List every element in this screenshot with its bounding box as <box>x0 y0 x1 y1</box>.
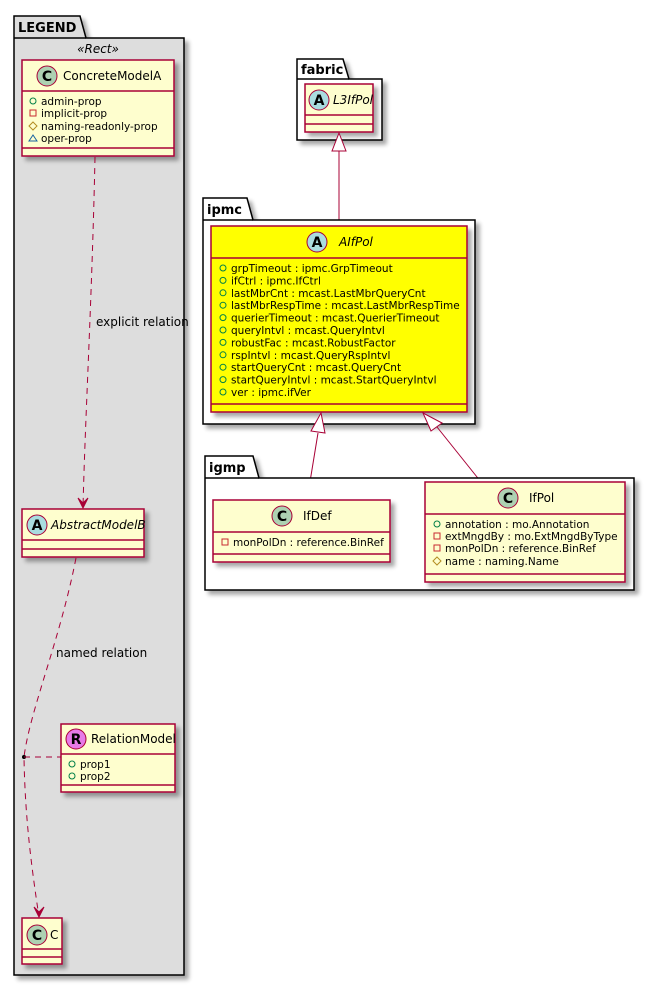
relation-explicit: explicit relation <box>77 156 189 510</box>
relation-label-explicit: explicit relation <box>96 315 189 329</box>
protected-visibility-icon <box>432 556 442 566</box>
private-visibility-icon <box>29 109 37 117</box>
attribute: ifCtrl : ipmc.IfCtrl <box>231 275 321 287</box>
class-name: AbstractModelB <box>50 518 146 532</box>
package-igmp-label: igmp <box>209 461 246 476</box>
generalization-aifpol-l3ifpol <box>331 131 347 226</box>
class-name: AIfPol <box>338 235 374 249</box>
attribute: monPolDn : reference.BinRef <box>233 537 384 549</box>
class-spot-letter: C <box>277 509 287 525</box>
class-concrete-model-a[interactable]: C ConcreteModelA admin-prop implicit-pro… <box>21 59 175 157</box>
class-c[interactable]: C C <box>21 917 63 965</box>
inheritance-arrow-icon <box>331 131 347 152</box>
public-visibility-icon <box>68 772 76 780</box>
attribute: lastMbrCnt : mcast.LastMbrQueryCnt <box>231 288 426 300</box>
attribute: monPolDn : reference.BinRef <box>445 543 596 555</box>
protected-visibility-icon <box>28 121 38 131</box>
class-name: IfPol <box>529 491 554 505</box>
attribute: querierTimeout : mcast.QuerierTimeout <box>231 313 440 325</box>
attribute: admin-prop <box>41 96 102 108</box>
class-a-if-pol[interactable]: A AIfPol grpTimeout : ipmc.GrpTimeoutifC… <box>210 225 468 413</box>
class-name: C <box>50 928 58 942</box>
public-visibility-icon <box>68 760 76 768</box>
public-visibility-icon <box>219 363 227 371</box>
class-name: IfDef <box>303 509 332 523</box>
class-spot-icon <box>497 487 519 509</box>
attribute: prop1 <box>80 759 111 771</box>
public-visibility-icon <box>219 338 227 346</box>
class-relation-model[interactable]: R RelationModel prop1 prop2 <box>60 723 176 793</box>
legend-stereotype: «Rect» <box>77 42 119 56</box>
class-if-def[interactable]: C IfDef monPolDn : reference.BinRef <box>212 499 391 563</box>
private-visibility-icon <box>221 538 229 546</box>
public-visibility-icon <box>219 376 227 384</box>
public-visibility-icon <box>219 326 227 334</box>
attribute: lastMbrRespTime : mcast.LastMbrRespTime <box>231 300 460 312</box>
class-name: L3IfPol <box>333 93 374 107</box>
inheritance-arrow-icon <box>421 411 443 432</box>
generalization-ifpol-aifpol <box>421 411 482 483</box>
package-legend-label: LEGEND <box>18 21 77 36</box>
arrow-head-icon <box>33 906 45 919</box>
inheritance-arrow-icon <box>310 411 326 434</box>
class-spot-letter: C <box>32 928 42 944</box>
class-if-pol[interactable]: C IfPol annotation : mo.Annotation extMn… <box>424 481 626 583</box>
class-spot-icon <box>36 65 58 87</box>
class-spot-letter: C <box>503 491 513 507</box>
arrow-head-icon <box>77 497 89 510</box>
class-spot-letter: A <box>314 93 325 109</box>
public-visibility-icon <box>219 388 227 396</box>
class-name: ConcreteModelA <box>63 69 162 83</box>
attribute: robustFac : mcast.RobustFactor <box>231 337 396 349</box>
attribute: rspIntvl : mcast.QueryRspIntvl <box>231 350 390 362</box>
class-spot-letter: A <box>32 518 43 534</box>
package-ipmc-label: ipmc <box>207 203 242 218</box>
public-visibility-icon <box>219 264 227 272</box>
class-name: RelationModel <box>91 732 176 746</box>
public-visibility-icon <box>29 97 37 105</box>
class-spot-icon <box>26 924 48 946</box>
private-visibility-icon <box>433 532 441 540</box>
private-visibility-icon <box>433 544 441 552</box>
class-l3-if-pol[interactable]: A L3IfPol <box>304 83 374 133</box>
public-visibility-icon <box>219 314 227 322</box>
public-visibility-icon <box>219 276 227 284</box>
class-spot-letter: A <box>312 235 323 251</box>
attribute: startQueryIntvl : mcast.StartQueryIntvl <box>231 375 437 387</box>
relation-named: named relation <box>22 557 147 919</box>
abstract-spot-icon <box>308 89 330 111</box>
public-visibility-icon <box>433 520 441 528</box>
relation-spot-icon <box>65 728 87 750</box>
abstract-spot-icon <box>306 231 328 253</box>
package-fabric-label: fabric <box>301 63 343 78</box>
attribute: naming-readonly-prop <box>41 121 158 133</box>
attribute: oper-prop <box>41 133 92 145</box>
class-spot-icon <box>271 505 293 527</box>
package-legend-frame <box>13 15 185 976</box>
class-abstract-model-b[interactable]: A AbstractModelB <box>21 508 146 558</box>
relation-label-named: named relation <box>56 646 147 660</box>
attribute: name : naming.Name <box>445 556 559 568</box>
attribute: queryIntvl : mcast.QueryIntvl <box>231 325 385 337</box>
attribute: grpTimeout : ipmc.GrpTimeout <box>231 263 393 275</box>
attribute: implicit-prop <box>41 108 107 120</box>
abstract-spot-icon <box>26 514 48 536</box>
package-visibility-icon <box>28 134 38 142</box>
public-visibility-icon <box>219 301 227 309</box>
class-spot-letter: R <box>71 732 82 748</box>
attribute: ver : ipmc.ifVer <box>231 387 312 399</box>
package-legend: LEGEND «Rect» <box>13 15 185 976</box>
public-visibility-icon <box>219 289 227 297</box>
attribute: startQueryCnt : mcast.QueryCnt <box>231 362 401 374</box>
class-spot-letter: C <box>42 69 52 85</box>
attribute: annotation : mo.Annotation <box>445 519 589 531</box>
attribute: prop2 <box>80 771 111 783</box>
attribute: extMngdBy : mo.ExtMngdByType <box>445 531 618 543</box>
public-visibility-icon <box>219 351 227 359</box>
